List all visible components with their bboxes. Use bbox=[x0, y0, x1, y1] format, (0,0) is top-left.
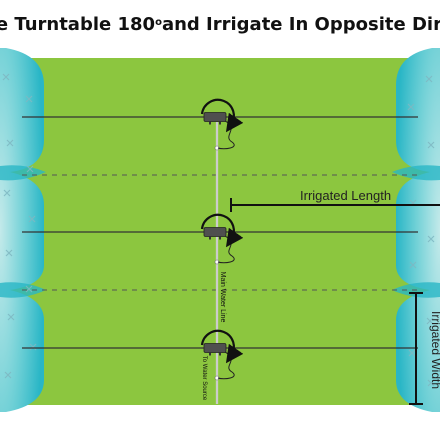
x-marker-icon bbox=[25, 95, 33, 103]
title-degree: o bbox=[155, 16, 162, 28]
x-marker-icon bbox=[2, 73, 10, 81]
main-water-line bbox=[214, 122, 220, 404]
turntable-icon bbox=[203, 112, 227, 122]
x-marker-icon bbox=[407, 103, 415, 111]
x-marker-icon bbox=[5, 249, 13, 257]
title-end: and Irrigate In Opposite Direct bbox=[161, 13, 440, 35]
irrigated-width-label: Irrigated Width bbox=[429, 311, 440, 389]
irrigated-width-dimension: Irrigated Width bbox=[409, 292, 440, 405]
x-marker-icon bbox=[28, 215, 36, 223]
x-marker-icon bbox=[425, 75, 433, 83]
x-marker-icon bbox=[6, 139, 14, 147]
x-marker-icon bbox=[4, 371, 12, 379]
turntable-icon bbox=[203, 227, 227, 237]
x-marker-icon bbox=[25, 285, 33, 293]
right-spray-pattern bbox=[392, 48, 440, 412]
x-marker-icon bbox=[426, 317, 434, 325]
turntable-1 bbox=[200, 98, 244, 133]
rotation-arrow-icon bbox=[200, 98, 244, 133]
x-marker-icon bbox=[7, 313, 15, 321]
x-marker-icon bbox=[29, 343, 37, 351]
main-water-line-label: Main Water Line bbox=[219, 272, 226, 323]
left-sprinkler-markers bbox=[2, 73, 37, 379]
left-spray-pattern bbox=[0, 48, 46, 412]
turntable-2 bbox=[200, 213, 244, 248]
zone-boundaries bbox=[22, 174, 418, 291]
x-marker-icon bbox=[408, 349, 416, 357]
x-marker-icon bbox=[427, 141, 435, 149]
x-marker-icon bbox=[3, 189, 11, 197]
to-water-source-label: To Water Source bbox=[201, 356, 207, 401]
title-start: tate Turntable 180 bbox=[0, 13, 156, 35]
x-marker-icon bbox=[26, 165, 34, 173]
turntable-3 bbox=[200, 329, 244, 364]
x-marker-icon bbox=[427, 235, 435, 243]
rotation-arrow-icon bbox=[200, 329, 244, 364]
irrigated-length-label: Irrigated Length bbox=[300, 188, 391, 203]
rotation-arrow-icon bbox=[200, 213, 244, 248]
x-marker-icon bbox=[409, 261, 417, 269]
turntable-icon bbox=[203, 343, 227, 353]
x-marker-icon bbox=[427, 379, 435, 387]
irrigated-length-dimension: Irrigated Length bbox=[230, 188, 440, 212]
